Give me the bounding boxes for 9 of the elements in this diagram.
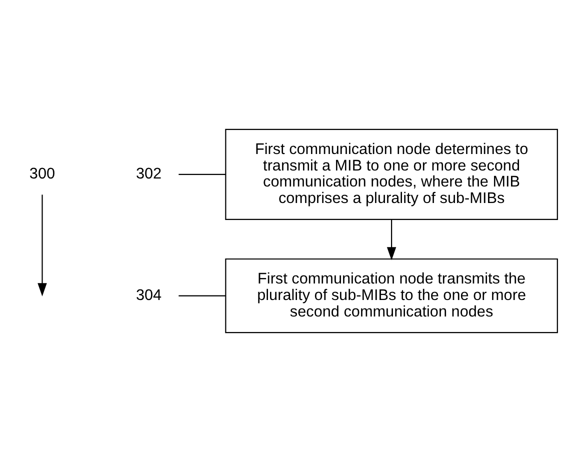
arrow (38, 194, 47, 296)
connector (178, 174, 226, 175)
node-text: 300 (29, 165, 56, 182)
node-box: First communication node transmits the plurality of sub-MIBs to the one or more second communication nodes (225, 258, 558, 334)
node-text: 302 (136, 165, 162, 182)
node-text: 304 (136, 286, 162, 304)
node-box: First communication node determines to transmit a MIB to one or more second communication nodes, where the MIB comprises a plurality of sub-MIBs (225, 128, 558, 220)
connector (178, 295, 226, 296)
arrow (386, 220, 396, 260)
